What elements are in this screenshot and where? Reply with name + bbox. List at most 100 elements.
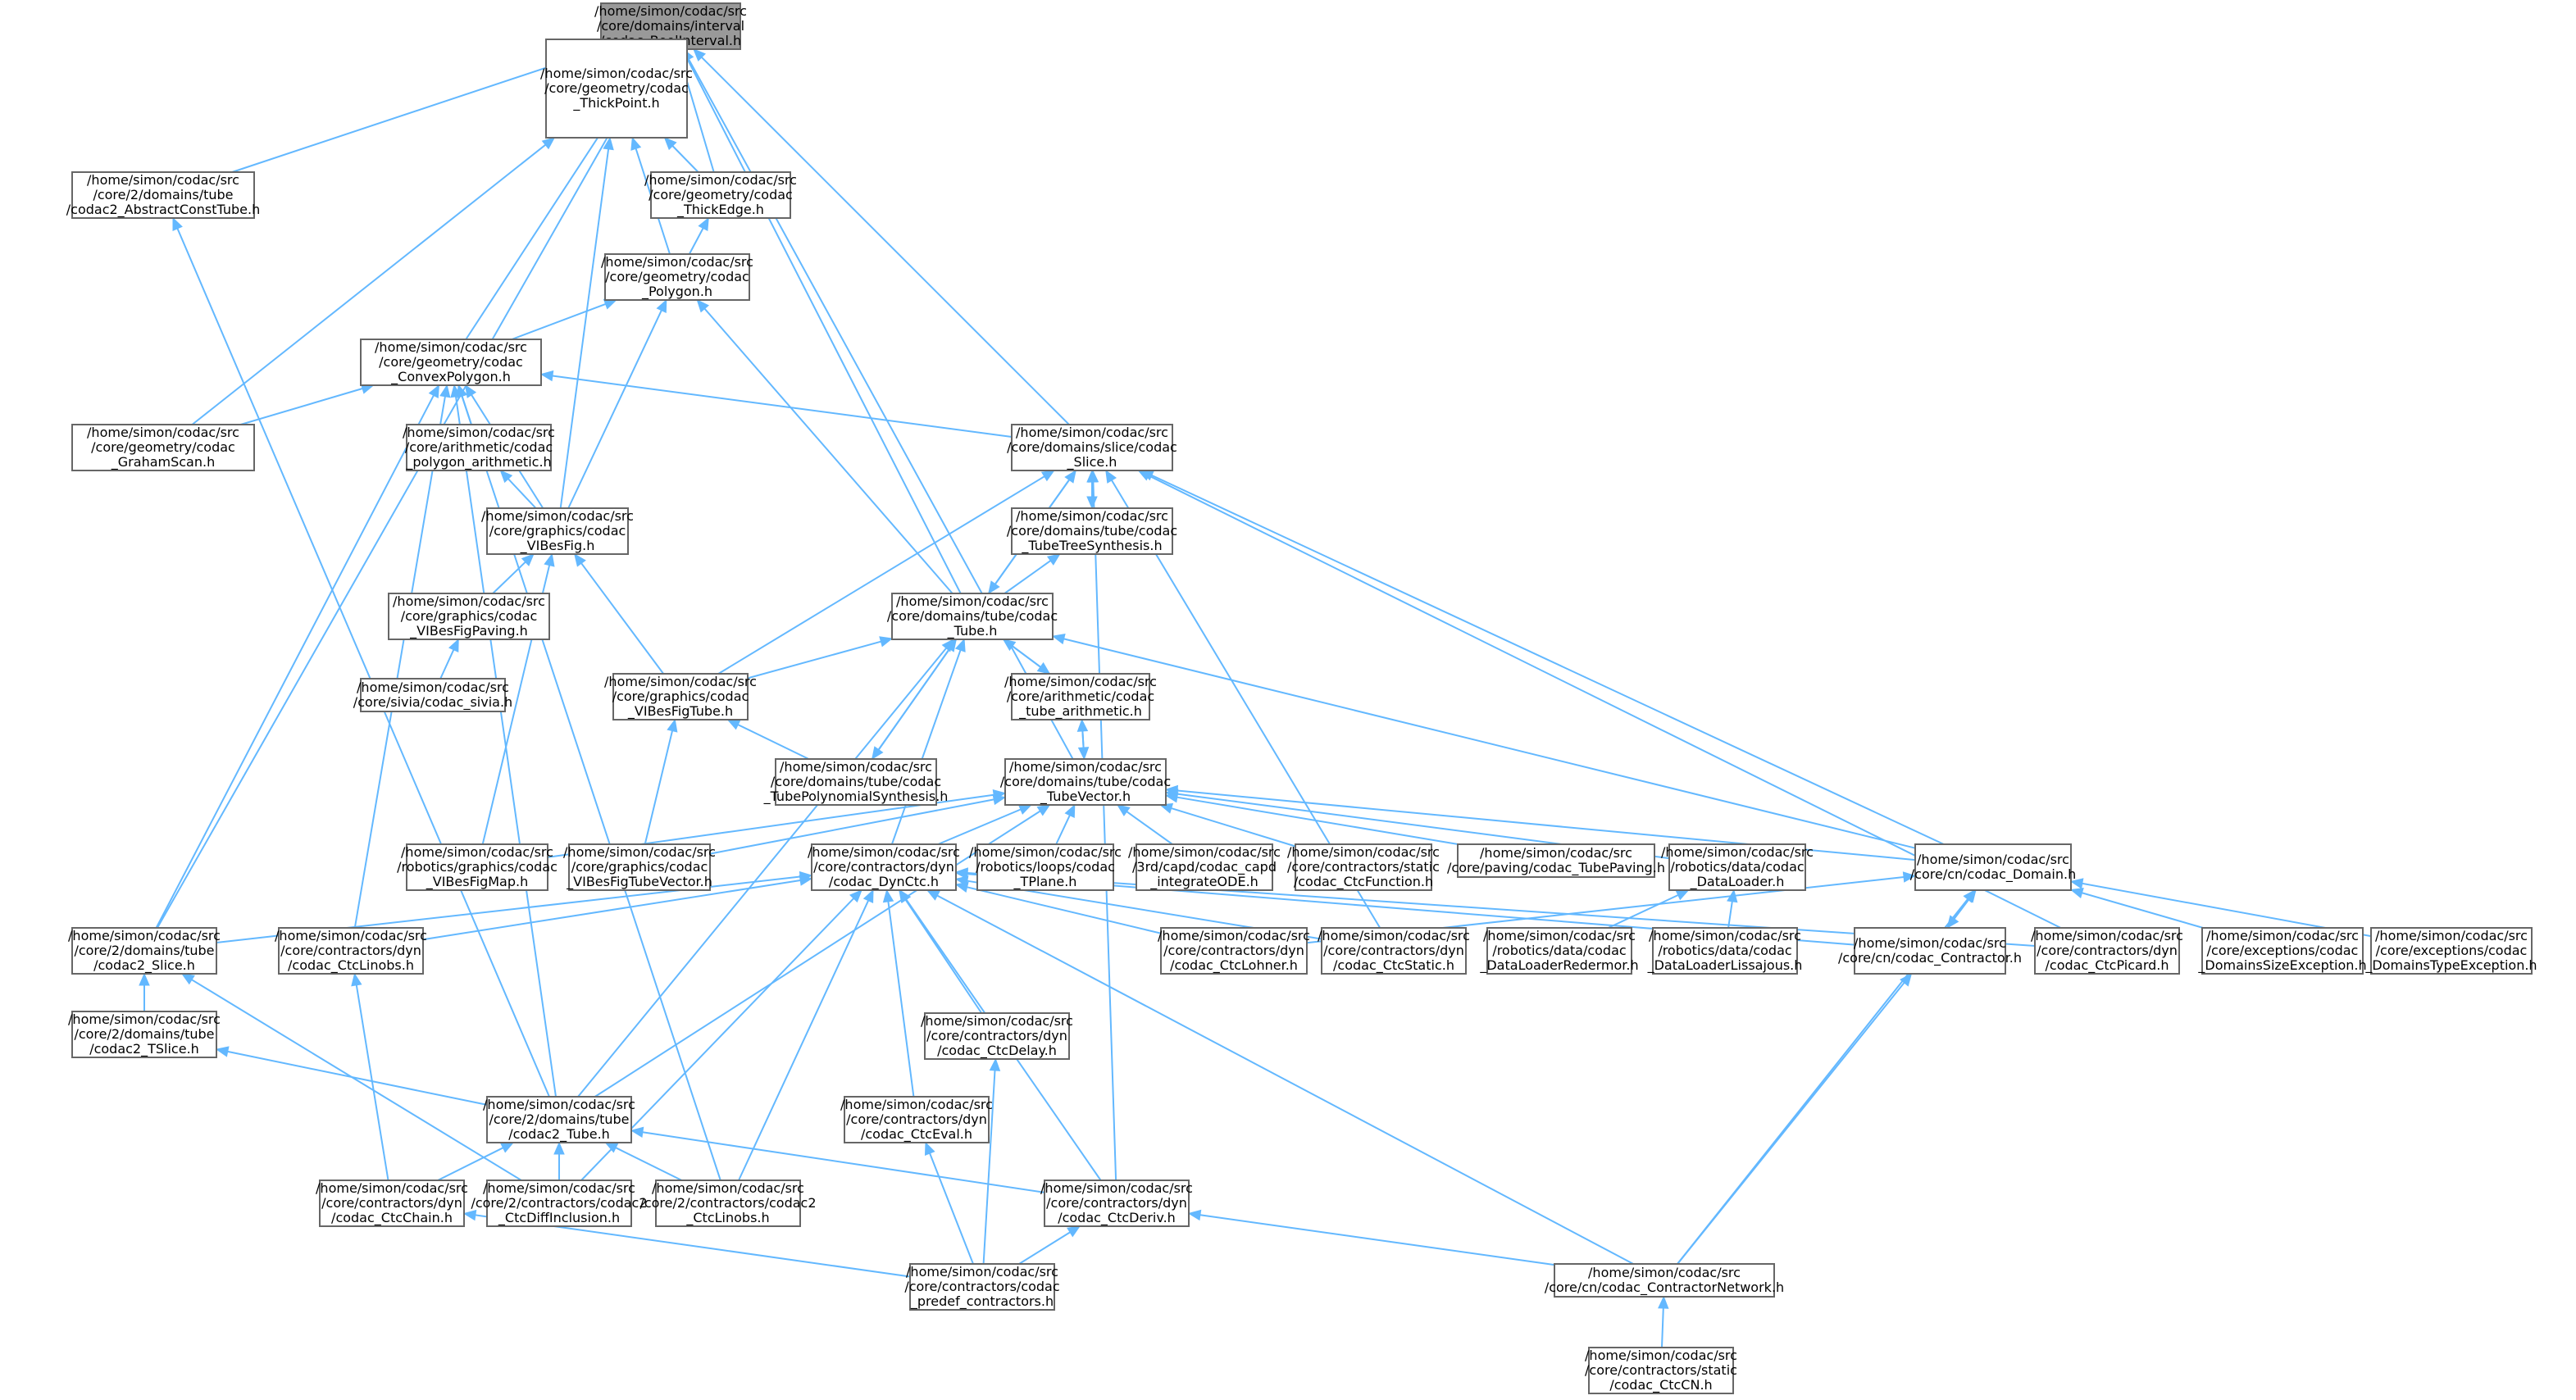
edge-n8-n9	[507, 478, 537, 509]
node-label-line: _Polygon.h	[641, 284, 712, 300]
node-label-line: /home/simon/codac/src	[2206, 928, 2359, 943]
node-label-line: _polygon_arithmetic.h	[405, 454, 551, 470]
node-label-line: /home/simon/codac/src	[604, 674, 757, 689]
edge-n3-n4	[688, 227, 704, 255]
graph-node[interactable]: /home/simon/codac/src/core/2/contractors…	[639, 1180, 817, 1227]
graph-node[interactable]: /home/simon/codac/src/core/contractors/s…	[1585, 1347, 1737, 1394]
graph-node[interactable]: /home/simon/codac/src/core/domains/tube/…	[1007, 507, 1177, 555]
node-label-line: /home/simon/codac/src	[481, 508, 634, 524]
graph-node[interactable]: /home/simon/codac/src/robotics/data/coda…	[1647, 927, 1803, 975]
graph-node[interactable]: /home/simon/codac/src/core/geometry/coda…	[540, 39, 693, 139]
node-label-line: /core/cn/codac_Contractor.h	[1838, 950, 2022, 966]
edge-arrowhead	[663, 137, 677, 151]
node-label-line: /core/geometry/codac	[605, 269, 749, 284]
graph-node[interactable]: /home/simon/codac/src/3rd/capd/codac_cap…	[1128, 843, 1281, 891]
node-label-line: /core/domains/tube/codac	[887, 608, 1058, 624]
edge-n25-n31	[1608, 894, 1679, 929]
graph-node[interactable]: /home/simon/codac/src/core/cn/codac_Cont…	[1545, 1263, 1784, 1298]
node-label-line: /home/simon/codac/src	[840, 1097, 993, 1112]
graph-node[interactable]: /home/simon/codac/src/core/contractors/d…	[316, 1180, 468, 1227]
graph-node[interactable]: /home/simon/codac/src/core/contractors/d…	[275, 927, 427, 975]
node-label-line: /home/simon/codac/src	[1483, 928, 1636, 943]
edge-arrowhead	[656, 298, 667, 313]
node-label-line: /core/contractors/dyn	[926, 1028, 1067, 1043]
node-box	[388, 593, 550, 640]
graph-node[interactable]: /home/simon/codac/src/core/sivia/codac_s…	[353, 678, 512, 712]
node-label-line: /core/graphics/codac	[571, 859, 708, 875]
graph-node[interactable]: /home/simon/codac/src/core/domains/tube/…	[1000, 758, 1171, 806]
edge-arrowhead	[457, 384, 468, 398]
graph-node[interactable]: /home/simon/codac/src/core/cn/codac_Doma…	[1910, 843, 2076, 891]
graph-node[interactable]: /home/simon/codac/src/core/graphics/coda…	[604, 673, 757, 720]
node-label-line: /robotics/loops/codac	[976, 859, 1115, 875]
graph-node[interactable]: /home/simon/codac/src/core/exceptions/co…	[2197, 927, 2367, 975]
graph-node[interactable]: /home/simon/codac/src/core/cn/codac_Cont…	[1838, 927, 2022, 975]
graph-node[interactable]: /home/simon/codac/src/core/geometry/coda…	[360, 339, 542, 386]
node-label-line: /home/simon/codac/src	[357, 680, 509, 695]
node-label-line: _Tube.h	[947, 623, 998, 639]
graph-node[interactable]: /home/simon/codac/src/robotics/loops/cod…	[969, 843, 1122, 891]
graph-node[interactable]: /home/simon/codac/src/core/contractors/d…	[1158, 927, 1310, 975]
graph-node[interactable]: /home/simon/codac/src/core/graphics/coda…	[563, 843, 716, 891]
graph-node[interactable]: /home/simon/codac/src/core/2/domains/tub…	[68, 1011, 221, 1058]
graph-node[interactable]: /home/simon/codac/src/core/2/domains/tub…	[66, 171, 261, 219]
node-label-line: /home/simon/codac/src	[375, 339, 527, 355]
graph-node[interactable]: /home/simon/codac/src/core/contractors/d…	[1318, 927, 1470, 975]
node-label-line: /home/simon/codac/src	[1585, 1348, 1737, 1363]
node-label-line: _ThickEdge.h	[676, 202, 764, 218]
graph-node[interactable]: /home/simon/codac/src/core/contractors/c…	[904, 1263, 1060, 1311]
edge-arrowhead	[989, 1057, 1001, 1071]
edge-n27-n42	[191, 979, 522, 1181]
graph-node[interactable]: /home/simon/codac/src/core/exceptions/co…	[2364, 927, 2537, 975]
graph-node[interactable]: /home/simon/codac/src/robotics/data/coda…	[1661, 843, 1814, 891]
graph-node[interactable]: /home/simon/codac/src/core/2/domains/tub…	[483, 1096, 635, 1143]
graph-node[interactable]: /home/simon/codac/src/core/geometry/coda…	[71, 424, 255, 471]
edge-n16-n12	[877, 639, 958, 751]
graph-node[interactable]: /home/simon/codac/src/core/contractors/d…	[2031, 927, 2183, 975]
node-label-line: /home/simon/codac/src	[644, 172, 797, 188]
edge-n25-n32	[1727, 901, 1733, 929]
node-box	[1011, 673, 1150, 720]
edge-arrowhead	[879, 636, 894, 648]
graph-node[interactable]: /home/simon/codac/src/core/contractors/d…	[1040, 1180, 1193, 1227]
node-label-line: /home/simon/codac/src	[1480, 845, 1632, 861]
graph-node[interactable]: /home/simon/codac/src/core/domains/tube/…	[887, 593, 1058, 640]
graph-node[interactable]: /home/simon/codac/src/core/2/domains/tub…	[68, 927, 221, 975]
edge-n20-n29	[967, 886, 1162, 934]
graph-node[interactable]: /home/simon/codac/src/robotics/graphics/…	[397, 843, 558, 891]
graph-node[interactable]: /home/simon/codac/src/core/contractors/d…	[921, 1012, 1073, 1060]
node-label-line: /home/simon/codac/src	[483, 1180, 635, 1196]
edge-arrowhead	[1040, 470, 1055, 482]
edge-n5-n27	[155, 394, 435, 929]
graph-node[interactable]: /home/simon/codac/src/core/geometry/coda…	[644, 171, 797, 219]
graph-node[interactable]: /home/simon/codac/src/core/contractors/d…	[808, 843, 960, 891]
edge-n44-n46	[1199, 1214, 1555, 1266]
edge-arrowhead	[553, 1141, 565, 1155]
node-label-line: /home/simon/codac/src	[1318, 928, 1470, 943]
node-label-line: /home/simon/codac/src	[393, 593, 545, 609]
node-label-line: /core/2/domains/tube	[489, 1111, 629, 1127]
graph-node[interactable]: /home/simon/codac/src/core/paving/codac_…	[1447, 843, 1665, 878]
edge-arrowhead	[500, 1142, 515, 1153]
node-label-line: /core/contractors/dyn	[846, 1111, 987, 1127]
node-label-line: /robotics/data/codac	[1658, 943, 1791, 958]
node-label-line: /core/exceptions/codac	[2207, 943, 2359, 958]
node-label-line: /core/contractors/dyn	[1163, 943, 1304, 958]
graph-node[interactable]: /home/simon/codac/src/core/arithmetic/co…	[403, 424, 555, 471]
node-box	[844, 1096, 990, 1143]
graph-node[interactable]: /home/simon/codac/src/robotics/data/coda…	[1479, 927, 1639, 975]
graph-node[interactable]: /home/simon/codac/src/core/contractors/d…	[840, 1096, 993, 1143]
graph-node[interactable]: /home/simon/codac/src/core/contractors/s…	[1287, 843, 1440, 891]
node-box	[1854, 927, 2006, 975]
graph-node[interactable]: /home/simon/codac/src/core/geometry/coda…	[601, 253, 753, 301]
graph-node[interactable]: /home/simon/codac/src/core/arithmetic/co…	[1004, 673, 1157, 720]
graph-node[interactable]: /home/simon/codac/src/core/graphics/coda…	[481, 507, 634, 555]
graph-node[interactable]: /home/simon/codac/src/core/domains/tube/…	[763, 758, 949, 806]
graph-node[interactable]: /home/simon/codac/src/core/2/contractors…	[471, 1180, 648, 1227]
edge-n0-n27	[157, 58, 653, 929]
edge-arrowhead	[1067, 1225, 1081, 1238]
graph-node[interactable]: /home/simon/codac/src/core/domains/slice…	[1007, 424, 1177, 471]
node-label-line: /home/simon/codac/src	[316, 1180, 468, 1196]
graph-node[interactable]: /home/simon/codac/src/core/graphics/coda…	[388, 593, 550, 640]
